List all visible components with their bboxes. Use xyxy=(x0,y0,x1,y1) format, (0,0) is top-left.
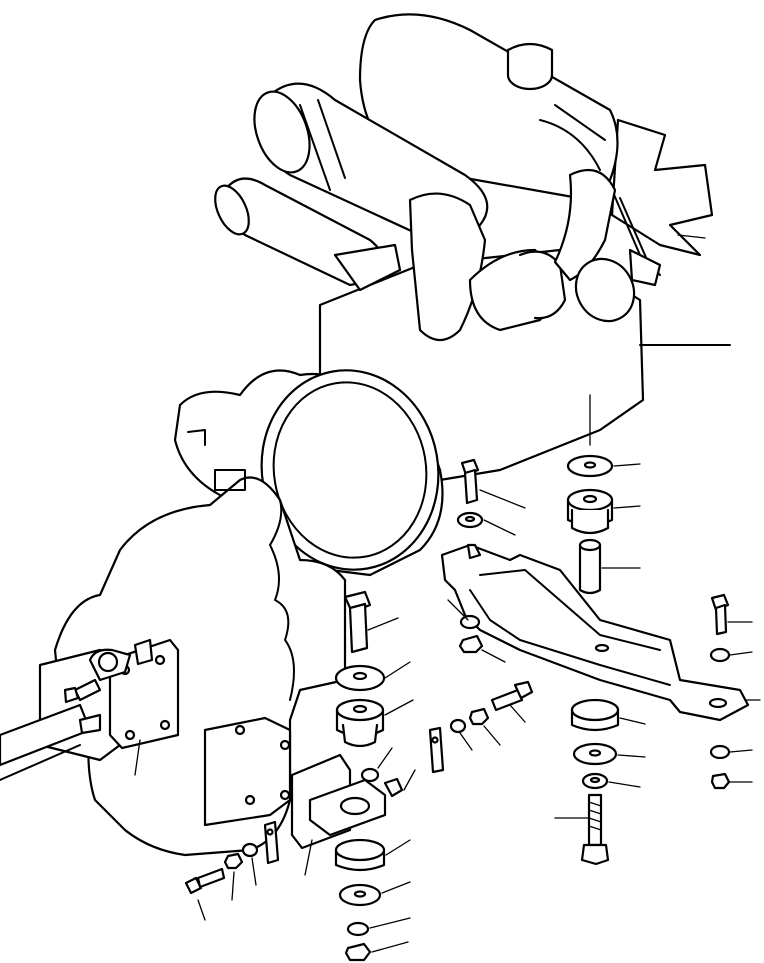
washer xyxy=(346,917,411,937)
washer xyxy=(572,742,646,766)
washer xyxy=(449,718,473,751)
washer xyxy=(447,599,481,630)
rubber-cushion xyxy=(334,838,411,872)
nut xyxy=(458,634,506,663)
intake-piping xyxy=(214,82,662,342)
spacer-collar xyxy=(578,538,641,595)
washer xyxy=(566,394,641,478)
washer xyxy=(338,881,411,907)
mount-bolt xyxy=(383,769,416,798)
nut xyxy=(468,707,501,746)
washer xyxy=(581,772,641,790)
washer xyxy=(456,511,516,536)
rubber-cushion xyxy=(566,488,641,535)
transmission xyxy=(0,469,347,857)
engine-support-bracket xyxy=(440,543,750,722)
washer xyxy=(709,744,753,760)
cooling-fan xyxy=(610,118,714,276)
washer xyxy=(360,747,393,783)
nut xyxy=(344,941,409,962)
mount-bolt xyxy=(490,680,534,723)
flywheel-housing xyxy=(173,369,444,577)
engine-support-bracket xyxy=(63,638,180,776)
shim xyxy=(263,820,280,865)
mount-bolt xyxy=(554,793,610,866)
shim xyxy=(428,726,445,774)
mount-bolt xyxy=(343,590,399,654)
rubber-cushion xyxy=(335,698,414,748)
mount-bolt xyxy=(184,867,226,921)
nut xyxy=(710,772,753,790)
washer xyxy=(334,661,411,692)
washer xyxy=(709,647,753,663)
washer xyxy=(241,842,259,886)
mount-bolt xyxy=(710,593,753,636)
mount-bolt xyxy=(460,458,526,509)
engine-support-bracket xyxy=(290,753,387,876)
nut xyxy=(223,852,244,901)
rubber-cushion xyxy=(570,698,646,732)
